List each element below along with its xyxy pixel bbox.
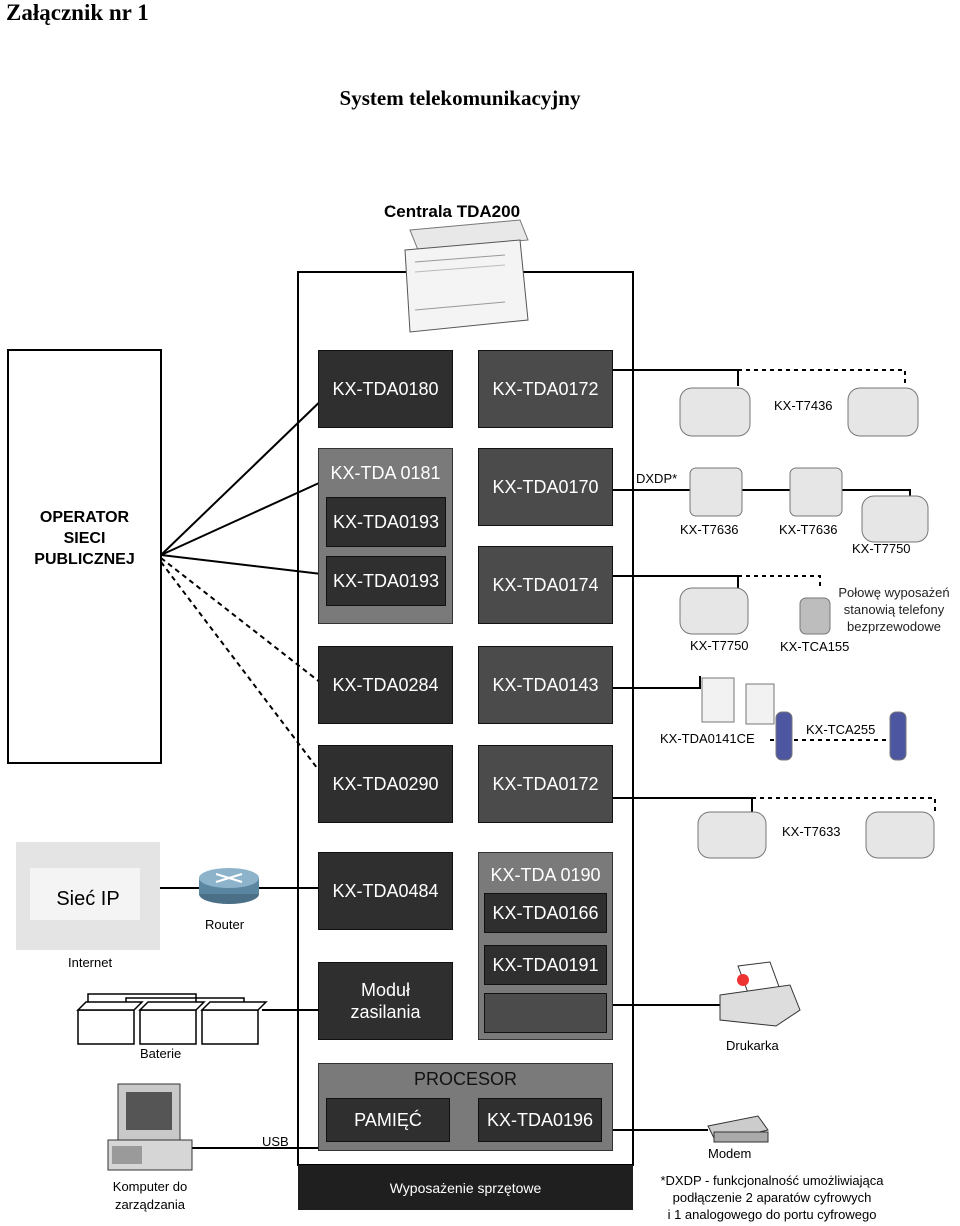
label-modem: Modem bbox=[708, 1146, 752, 1161]
label-kx-tca155: KX-TCA155 bbox=[780, 639, 850, 654]
router-icon bbox=[199, 868, 259, 904]
page-title: System telekomunikacyjny bbox=[339, 86, 581, 110]
central-title: Centrala TDA200 bbox=[383, 202, 521, 221]
hardware-footer: Wyposażenie sprzętowe bbox=[298, 1165, 633, 1210]
label-router: Router bbox=[205, 917, 245, 932]
printer-icon bbox=[719, 961, 801, 1027]
module-kx-tda0196: KX-TDA0196 bbox=[478, 1098, 602, 1142]
annex-label: Załącznik nr 1 bbox=[6, 0, 149, 25]
module-kx-tda0174: KX-TDA0174 bbox=[478, 546, 613, 624]
label-kx-tca255: KX-TCA255 bbox=[806, 722, 876, 737]
cordless-note: Połowę wyposażeń stanowią telefony bezpr… bbox=[830, 584, 958, 635]
label-dxdp: DXDP* bbox=[636, 471, 678, 486]
label-kx-t7636-a: KX-T7636 bbox=[680, 522, 739, 537]
dxdp-footnote: *DXDP - funkcjonalność umożliwiająca pod… bbox=[642, 1172, 902, 1223]
label-printer: Drukarka bbox=[726, 1038, 779, 1053]
operator-label: OPERATOR SIECI PUBLICZNEJ bbox=[8, 507, 161, 570]
label-internet: Internet bbox=[68, 955, 113, 970]
power-supply-line-2: zasilania bbox=[350, 1002, 421, 1022]
batteries-icon bbox=[76, 993, 268, 1045]
operator-line-1: OPERATOR bbox=[39, 509, 130, 526]
module-power-supply: Moduł zasilania bbox=[318, 962, 453, 1040]
phone-icons bbox=[679, 387, 935, 859]
label-computer-line-1: Komputer do bbox=[112, 1179, 188, 1194]
cordless-note-line-1: Połowę wyposażeń bbox=[838, 585, 950, 600]
computer-icon bbox=[107, 1083, 193, 1171]
power-supply-line-1: Moduł bbox=[360, 980, 411, 1000]
module-memory: PAMIĘĆ bbox=[326, 1098, 450, 1142]
module-kx-tda0193-b: KX-TDA0193 bbox=[326, 556, 446, 606]
module-kx-tda0193-a: KX-TDA0193 bbox=[326, 497, 446, 547]
module-empty-slot bbox=[484, 993, 607, 1033]
module-kx-tda0284: KX-TDA0284 bbox=[318, 646, 453, 724]
label-usb: USB bbox=[262, 1134, 289, 1149]
cordless-note-line-2: stanowią telefony bbox=[843, 602, 945, 617]
label-kx-t7750-b: KX-T7750 bbox=[690, 638, 749, 653]
cordless-note-line-3: bezprzewodowe bbox=[847, 619, 941, 634]
label-computer-line-2: zarządzania bbox=[114, 1197, 186, 1212]
dxdp-footnote-line-2: podłączenie 2 aparatów cyfrowych bbox=[672, 1190, 872, 1205]
module-kx-tda0484: KX-TDA0484 bbox=[318, 852, 453, 930]
operator-line-2: SIECI bbox=[63, 530, 106, 547]
label-kx-t7636-b: KX-T7636 bbox=[779, 522, 838, 537]
module-kx-tda0190: KX-TDA 0190 bbox=[490, 864, 601, 885]
processor-label: PROCESOR bbox=[413, 1068, 518, 1089]
module-kx-tda0143: KX-TDA0143 bbox=[478, 646, 613, 724]
module-kx-tda0166: KX-TDA0166 bbox=[484, 893, 607, 933]
label-kx-tda0141ce: KX-TDA0141CE bbox=[660, 731, 755, 746]
label-computer: Komputer do zarządzania bbox=[90, 1178, 210, 1214]
label-kx-t7436: KX-T7436 bbox=[774, 398, 833, 413]
label-ip-network: Sieć IP bbox=[56, 888, 120, 910]
label-kx-t7750-a: KX-T7750 bbox=[852, 541, 911, 556]
module-kx-tda0181: KX-TDA 0181 bbox=[330, 462, 441, 483]
dxdp-footnote-line-3: i 1 analogowego do portu cyfrowego bbox=[667, 1207, 877, 1222]
module-kx-tda0172-top: KX-TDA0172 bbox=[478, 350, 613, 428]
module-kx-tda0180: KX-TDA0180 bbox=[318, 350, 453, 428]
operator-line-3: PUBLICZNEJ bbox=[34, 551, 135, 568]
central-unit-icon bbox=[404, 219, 529, 333]
module-kx-tda0191: KX-TDA0191 bbox=[484, 945, 607, 985]
modem-icon bbox=[707, 1115, 769, 1143]
label-batteries: Baterie bbox=[140, 1046, 182, 1061]
dxdp-footnote-line-1: *DXDP - funkcjonalność umożliwiająca bbox=[660, 1173, 884, 1188]
module-kx-tda0172-bottom: KX-TDA0172 bbox=[478, 745, 613, 823]
label-kx-t7633: KX-T7633 bbox=[782, 824, 841, 839]
module-kx-tda0170: KX-TDA0170 bbox=[478, 448, 613, 526]
module-kx-tda0290: KX-TDA0290 bbox=[318, 745, 453, 823]
operator-box bbox=[7, 349, 162, 764]
